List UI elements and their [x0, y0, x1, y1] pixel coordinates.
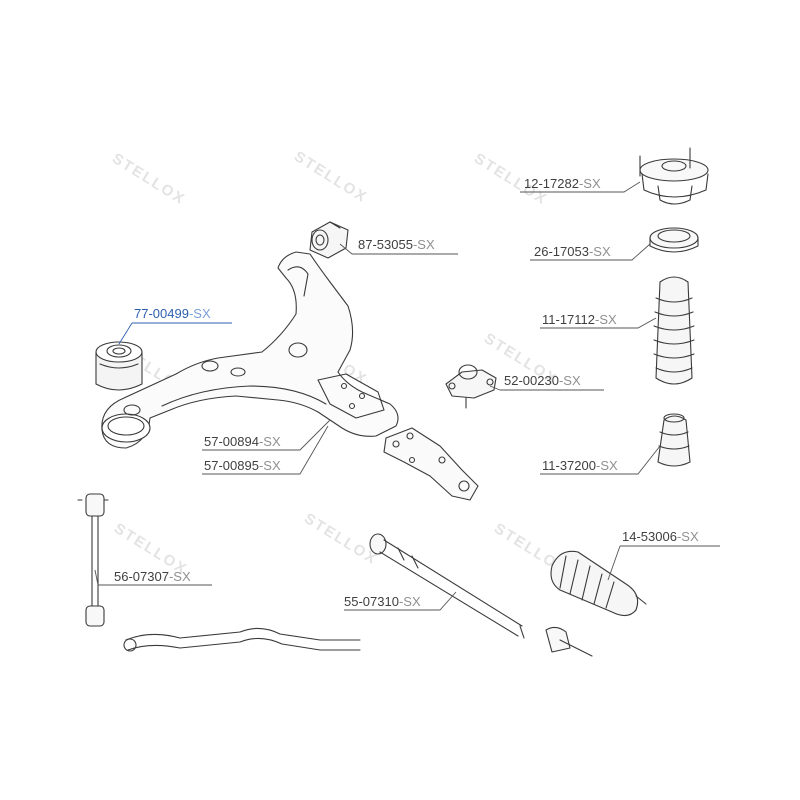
- part-suffix: -SX: [578, 176, 601, 191]
- part-suffix: -SX: [168, 569, 191, 584]
- part-label-55-07310[interactable]: 55-07310-SX: [344, 594, 421, 610]
- part-suffix: -SX: [188, 306, 211, 321]
- part-label-57-00894[interactable]: 57-00894-SX: [204, 434, 281, 450]
- part-code: 57-00895: [204, 458, 259, 473]
- part-code: 55-07310: [344, 594, 399, 609]
- part-label-52-00230[interactable]: 52-00230-SX: [504, 373, 581, 389]
- part-suffix: -SX: [412, 237, 435, 252]
- stabilizer-link-56-07307-drawing[interactable]: [77, 493, 109, 627]
- stabilizer-bar-drawing: [123, 627, 361, 652]
- part-label-26-17053[interactable]: 26-17053-SX: [534, 244, 611, 260]
- part-code: 11-37200: [542, 458, 596, 473]
- part-code: 11-17112: [542, 312, 596, 327]
- steering-boot-14-53006-drawing[interactable]: [550, 550, 647, 617]
- part-code: 77-00499: [134, 306, 189, 321]
- strut-mount-12-17282-drawing[interactable]: [639, 147, 709, 205]
- control-arm-drawing[interactable]: [101, 251, 399, 449]
- part-suffix: -SX: [595, 458, 618, 473]
- partial-part-bottom-right: [545, 626, 593, 657]
- part-suffix: -SX: [258, 434, 281, 449]
- part-code: 12-17282: [524, 176, 579, 191]
- bracket-drawing[interactable]: [383, 427, 479, 501]
- part-label-87-53055[interactable]: 87-53055-SX: [358, 237, 435, 253]
- part-code: 14-53006: [622, 529, 677, 544]
- part-suffix: -SX: [558, 373, 581, 388]
- part-code: 56-07307: [114, 569, 169, 584]
- part-suffix: -SX: [595, 312, 617, 327]
- bump-stop-11-37200-drawing[interactable]: [657, 413, 691, 467]
- part-label-11-17112[interactable]: 11-17112-SX: [542, 312, 617, 328]
- part-code: 57-00894: [204, 434, 259, 449]
- part-code: 26-17053: [534, 244, 589, 259]
- bushing-87-53055-drawing[interactable]: [309, 221, 349, 259]
- part-code: 87-53055: [358, 237, 413, 252]
- part-suffix: -SX: [676, 529, 699, 544]
- tie-rod-55-07310-drawing[interactable]: [369, 533, 525, 639]
- part-label-12-17282[interactable]: 12-17282-SX: [524, 176, 601, 192]
- part-label-56-07307[interactable]: 56-07307-SX: [114, 569, 191, 585]
- part-label-14-53006[interactable]: 14-53006-SX: [622, 529, 699, 545]
- part-suffix: -SX: [588, 244, 611, 259]
- part-label-77-00499[interactable]: 77-00499-SX: [134, 306, 211, 322]
- bearing-ring-26-17053-drawing[interactable]: [649, 227, 699, 253]
- dust-boot-11-17112-drawing[interactable]: [653, 276, 695, 385]
- bushing-77-00499-drawing[interactable]: [95, 341, 143, 391]
- part-code: 52-00230: [504, 373, 559, 388]
- part-label-57-00895[interactable]: 57-00895-SX: [204, 458, 281, 474]
- part-label-11-37200[interactable]: 11-37200-SX: [542, 458, 618, 474]
- ball-joint-52-00230-drawing[interactable]: [445, 364, 497, 409]
- part-suffix: -SX: [258, 458, 281, 473]
- part-suffix: -SX: [398, 594, 421, 609]
